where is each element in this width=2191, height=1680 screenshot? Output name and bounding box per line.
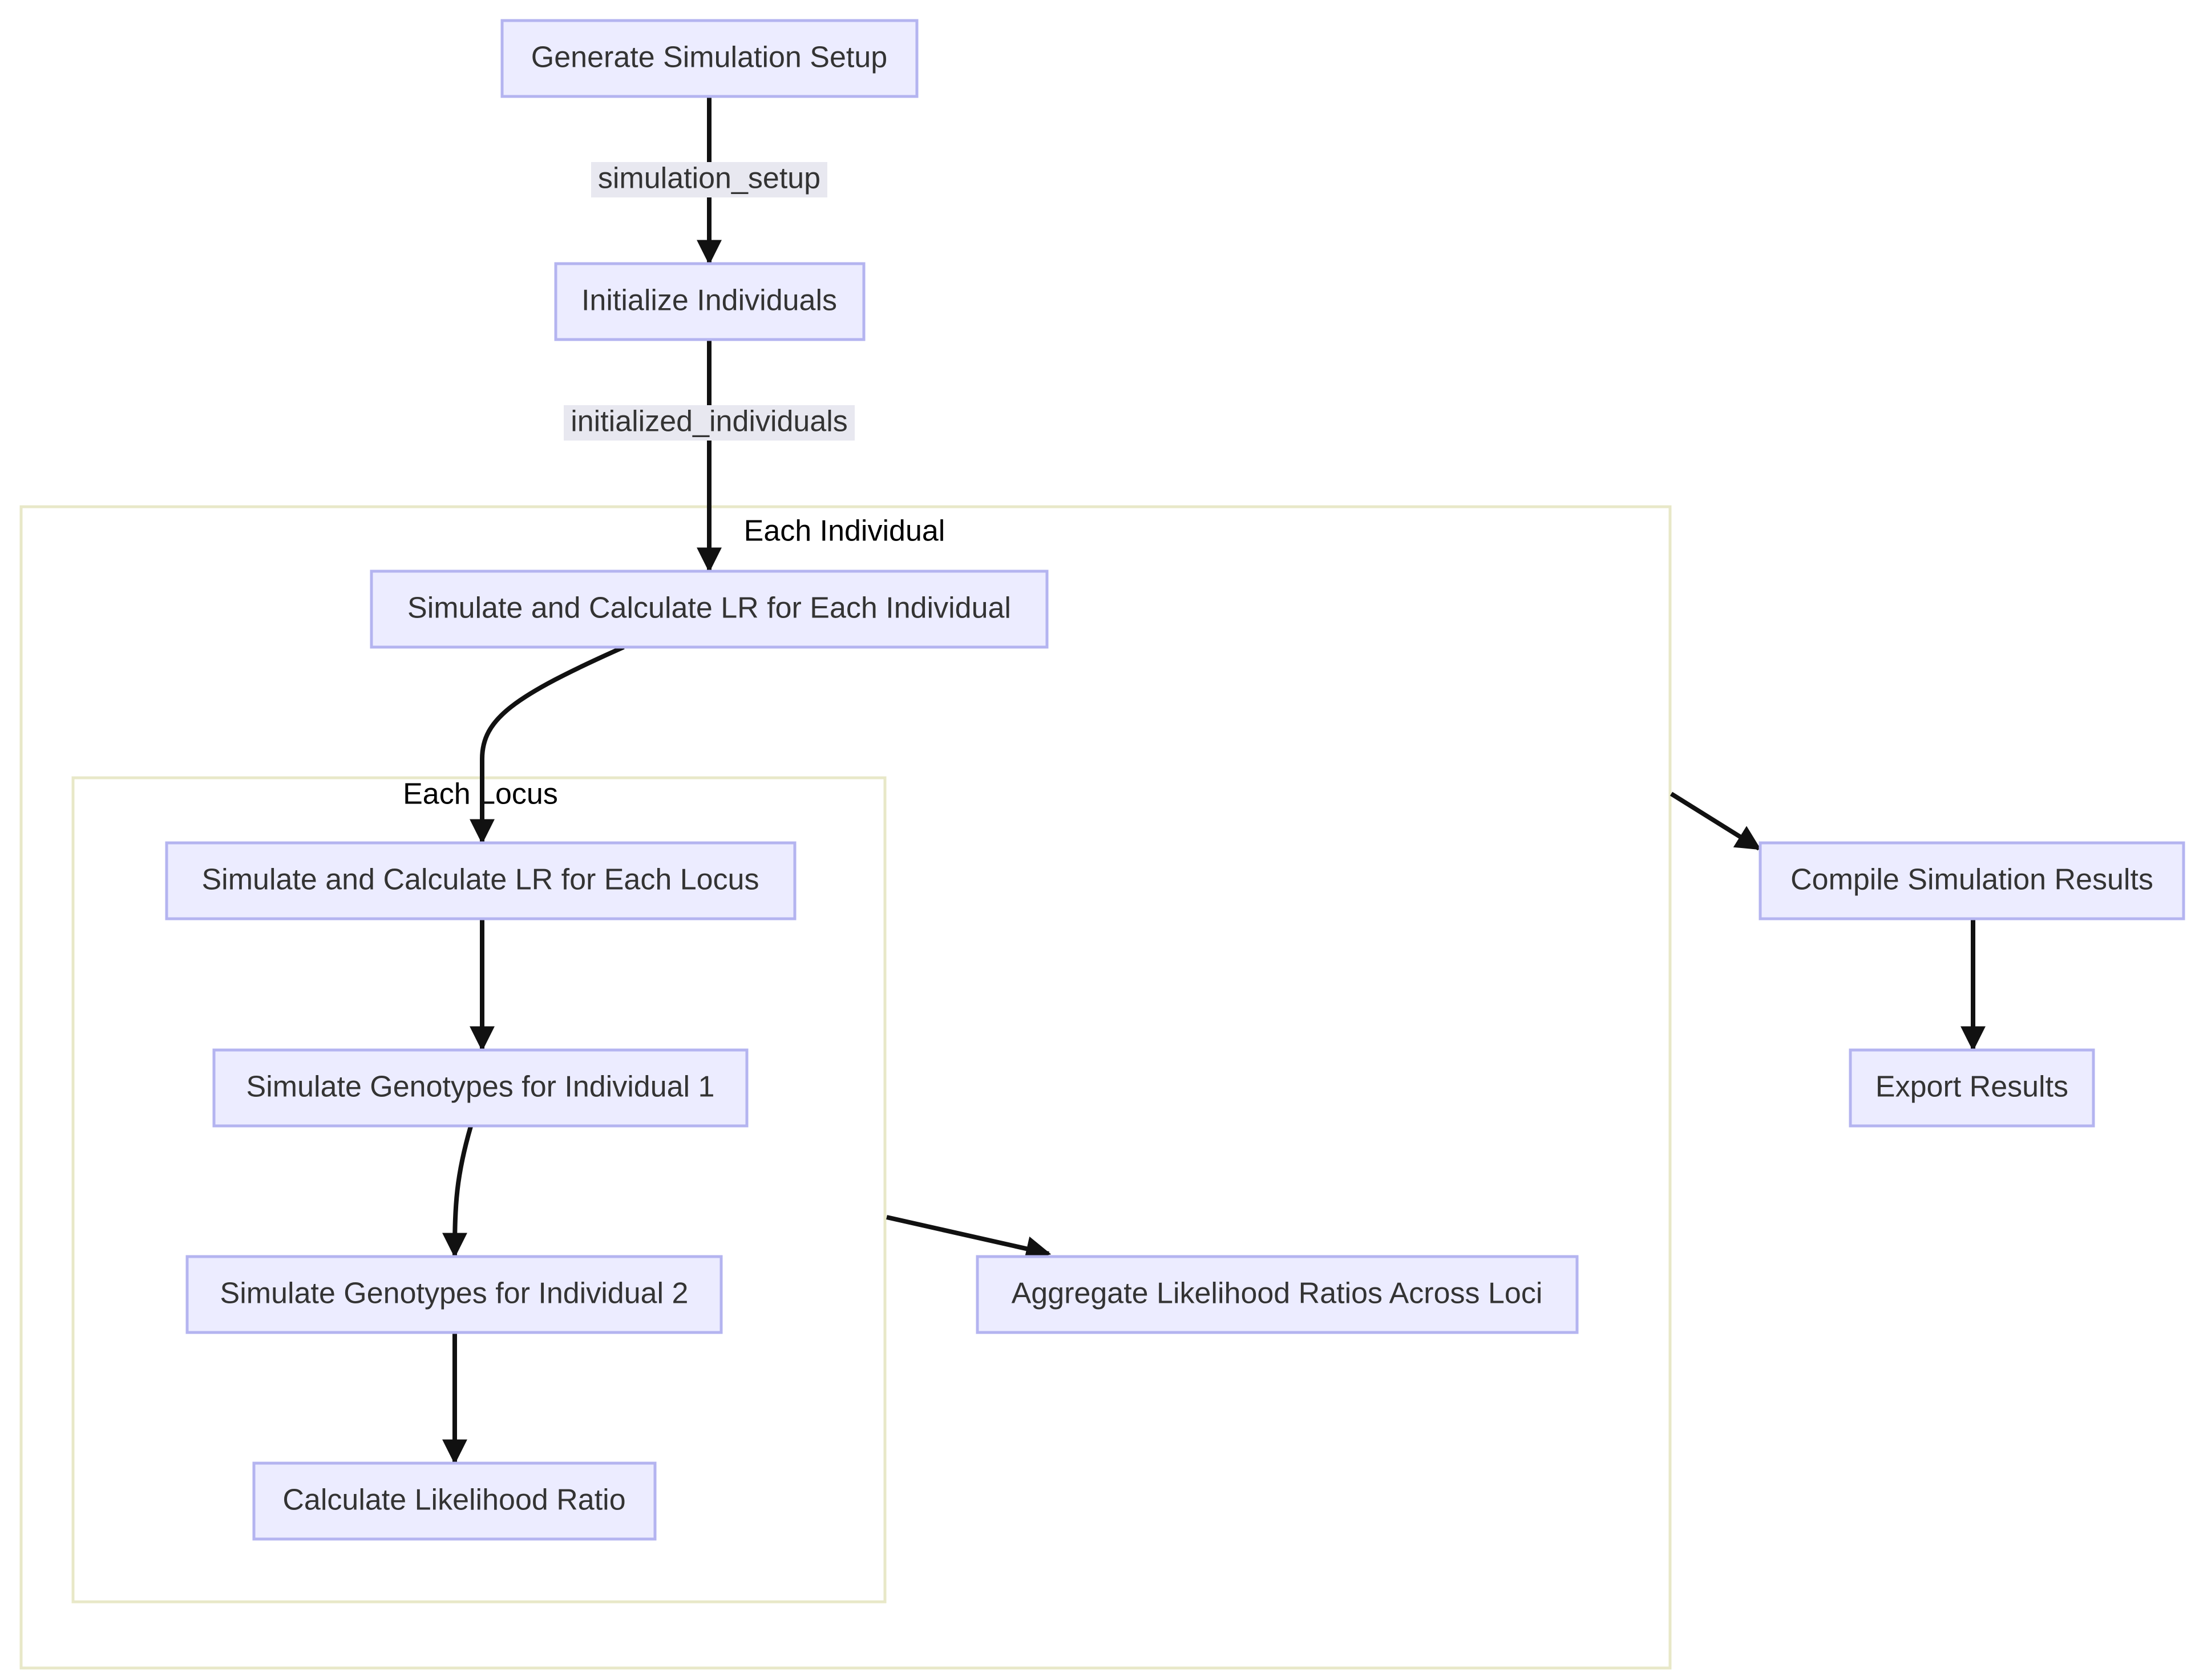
node-label: Simulate Genotypes for Individual 2: [220, 1277, 689, 1310]
node-label: Calculate Likelihood Ratio: [282, 1484, 625, 1517]
node-label: Generate Simulation Setup: [531, 41, 887, 74]
node-label: Initialize Individuals: [581, 284, 837, 317]
node-aggregate-likelihood-ratios[interactable]: Aggregate Likelihood Ratios Across Loci: [976, 1255, 1579, 1334]
node-label: Aggregate Likelihood Ratios Across Loci: [1012, 1277, 1543, 1310]
node-label: Compile Simulation Results: [1790, 863, 2153, 896]
node-export-results[interactable]: Export Results: [1849, 1048, 2095, 1128]
edge-label-initialized-individuals: initialized_individuals: [564, 405, 855, 441]
node-label: Simulate and Calculate LR for Each Locus: [202, 863, 759, 896]
edge-label-simulation-setup: simulation_setup: [591, 162, 827, 197]
cluster-label-each-individual: Each Individual: [744, 515, 945, 548]
node-simulate-locus[interactable]: Simulate and Calculate LR for Each Locus: [165, 841, 797, 920]
node-simulate-genotypes-2[interactable]: Simulate Genotypes for Individual 2: [185, 1255, 723, 1334]
node-simulate-individual[interactable]: Simulate and Calculate LR for Each Indiv…: [370, 570, 1049, 649]
node-label: Simulate and Calculate LR for Each Indiv…: [407, 592, 1011, 625]
edge-individual-cluster-to-compile: [1669, 791, 1761, 851]
edge-label-text-initialized-individuals: initialized_individuals: [571, 405, 848, 438]
edges: [442, 97, 1986, 1465]
node-label: Export Results: [1875, 1071, 2068, 1104]
edge-geno1-to-geno2: [442, 1125, 473, 1258]
node-initialize-individuals[interactable]: Initialize Individuals: [554, 262, 866, 341]
edge-locus-cluster-to-aggregate: [886, 1215, 1052, 1261]
node-generate-simulation-setup[interactable]: Generate Simulation Setup: [500, 19, 919, 98]
edge-individual-to-locus: [470, 645, 625, 845]
edge-label-text-simulation-setup: simulation_setup: [598, 162, 820, 195]
node-simulate-genotypes-1[interactable]: Simulate Genotypes for Individual 1: [212, 1048, 749, 1128]
node-compile-simulation-results[interactable]: Compile Simulation Results: [1759, 841, 2185, 920]
node-calculate-likelihood-ratio[interactable]: Calculate Likelihood Ratio: [252, 1461, 657, 1541]
node-label: Simulate Genotypes for Individual 1: [246, 1071, 715, 1104]
